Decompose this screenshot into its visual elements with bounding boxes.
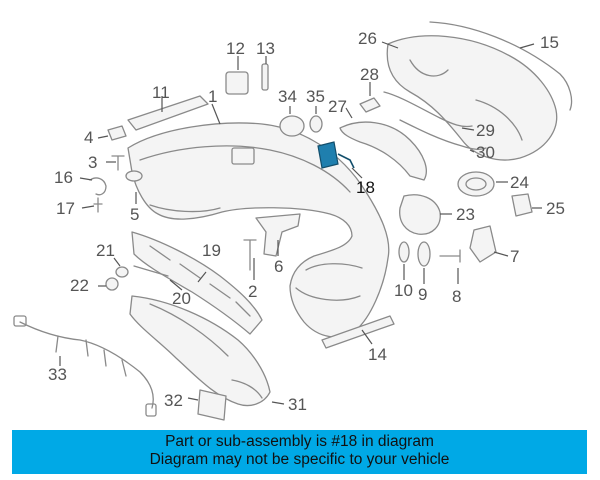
callout-25: 25 [546,199,565,218]
callout-16: 16 [54,168,73,187]
callout-8: 8 [452,287,461,306]
upper-trim-strip [127,95,209,131]
callout-13: 13 [256,39,275,58]
callout-29: 29 [476,121,495,140]
callout-7: 7 [510,247,519,266]
clip-4 [107,125,127,141]
callout-5: 5 [130,205,139,224]
highlighted-part-18 [317,141,355,169]
rear-diffuser-panel [386,21,573,161]
nut-21 [115,266,129,278]
callout-6: 6 [274,257,283,276]
callout-3: 3 [88,153,97,172]
seal-9 [417,241,431,267]
trim-strip-14 [321,315,395,349]
seal-10 [398,241,410,263]
bracket-7 [469,225,497,263]
callout-23: 23 [456,205,475,224]
callout-33: 33 [48,365,67,384]
callout-2: 2 [248,282,257,301]
callout-18: 18 [356,178,375,197]
callout-9: 9 [418,285,427,304]
callout-32: 32 [164,391,183,410]
callout-11: 11 [152,83,170,102]
callout-22: 22 [70,276,89,295]
callout-35: 35 [306,87,325,106]
leader-lines [59,41,542,405]
callout-4: 4 [84,128,93,147]
washer-5 [125,170,143,182]
screw-3 [111,155,125,171]
banner-line-1: Part or sub-assembly is #18 in diagram [165,433,434,450]
sensor-cover [225,71,249,95]
bracket-25 [511,193,533,217]
callout-15: 15 [540,33,559,52]
bracket-23 [399,194,441,235]
banner-line-2: Diagram may not be specific to your vehi… [149,451,450,468]
mounting-bracket-27 [339,121,427,181]
bolt-8 [439,249,461,263]
bracket-6 [255,213,301,257]
info-banner: Part or sub-assembly is #18 in diagram D… [12,430,587,474]
cable-29 [383,91,473,128]
impact-absorber [131,231,263,335]
callout-26: 26 [358,29,377,48]
lower-trim-panel [129,295,271,421]
rod-20 [133,265,169,277]
screw-17 [93,197,103,213]
callout-24: 24 [510,173,529,192]
bolt-2 [243,239,257,271]
callout-20: 20 [172,289,191,308]
callout-19: 19 [202,241,221,260]
callout-21: 21 [96,241,115,260]
callout-numbers: 1 2 3 4 5 6 7 8 9 10 11 12 13 14 15 16 1… [48,29,565,414]
callout-30: 30 [476,143,495,162]
callout-12: 12 [226,39,245,58]
callout-17: 17 [56,199,75,218]
callout-34: 34 [278,87,297,106]
exhaust-tip [457,171,495,197]
wiring-harness [13,315,157,417]
callout-10: 10 [394,281,413,300]
callout-1: 1 [208,87,217,106]
callout-31: 31 [288,395,307,414]
grommet-large [279,115,305,137]
exploded-parts-diagram: 1 2 3 4 5 6 7 8 9 10 11 12 13 14 15 16 1… [13,21,573,421]
clip-16 [89,177,107,196]
clip-28 [359,97,381,113]
grommet-small [309,115,323,133]
vertical-clip [261,63,269,91]
cable-30 [399,119,487,150]
nut-22 [105,277,119,291]
callout-28: 28 [360,65,379,84]
callout-14: 14 [368,345,387,364]
callout-27: 27 [328,97,347,116]
